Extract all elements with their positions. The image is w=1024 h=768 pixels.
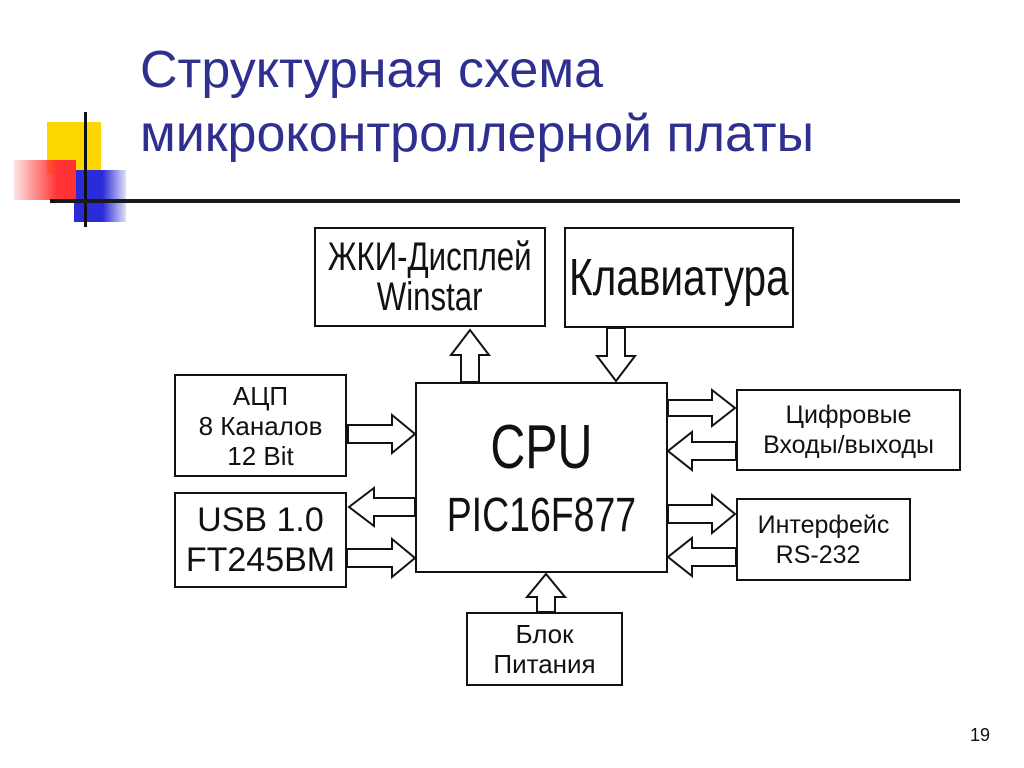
usb-block: USB 1.0 FT245BM [174,492,347,588]
cpu-label: CPU [490,412,593,482]
usb-chip: FT245BM [185,541,336,579]
arrow-cpu-to-lcd [448,328,492,383]
cpu-block: CPU PIC16F877 [415,382,668,573]
rs232-title: Интерфейс [757,510,890,539]
adc-title: АЦП [232,380,289,411]
title-underline [55,199,960,203]
arrow-rs232-to-cpu [666,535,737,579]
lcd-display-model: Winstar [377,275,483,319]
keyboard-block: Клавиатура [564,227,794,328]
decor-blue-square [74,170,126,222]
decor-red-square [14,160,76,200]
adc-channels: 8 Каналов [198,410,323,441]
digital-io-block: Цифровые Входы/выходы [736,389,961,471]
digital-io-subtitle: Входы/выходы [763,431,934,459]
arrow-digital-io-to-cpu [666,429,737,473]
lcd-display-block: ЖКИ-Дисплей Winstar [314,227,546,327]
slide-title-line-1: Структурная схема [140,41,604,99]
arrow-usb-to-cpu [346,536,417,580]
usb-version: USB 1.0 [197,501,324,539]
adc-resolution: 12 Bit [227,440,294,471]
keyboard-label: Клавиатура [569,248,789,307]
arrow-cpu-to-rs232 [667,492,737,536]
power-title: Блок [515,619,574,649]
digital-io-title: Цифровые [785,401,912,429]
lcd-display-name: ЖКИ-Дисплей [328,235,532,279]
page-number: 19 [969,725,990,745]
arrow-keyboard-to-cpu [594,327,638,383]
arrow-power-to-cpu [524,572,568,613]
arrow-cpu-to-digital-io [667,387,737,429]
rs232-block: Интерфейс RS-232 [736,498,911,581]
power-supply-block: Блок Питания [466,612,623,686]
rs232-standard: RS-232 [775,540,861,569]
cpu-model: PIC16F877 [446,488,637,542]
power-subtitle: Питания [493,649,596,679]
arrow-adc-to-cpu [347,412,417,456]
adc-block: АЦП 8 Каналов 12 Bit [174,374,347,477]
decor-vertical-line [84,112,87,227]
slide-title-line-2: микроконтроллерной платы [140,105,814,163]
arrow-cpu-to-usb [347,485,416,529]
slide-title: Структурная схема микроконтроллерной пла… [140,38,1000,166]
